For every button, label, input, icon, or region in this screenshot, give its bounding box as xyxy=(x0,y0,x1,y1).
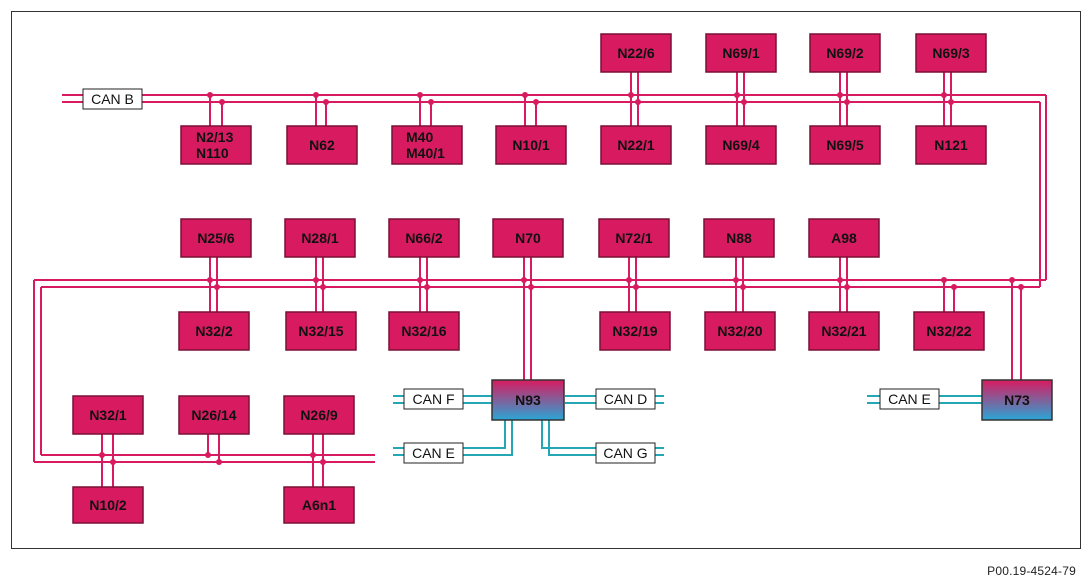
svg-text:N32/16: N32/16 xyxy=(401,323,446,339)
module-n66-2: N66/2 xyxy=(388,218,460,258)
svg-text:CAN D: CAN D xyxy=(604,391,648,407)
svg-text:N69/2: N69/2 xyxy=(826,45,864,61)
svg-text:A6n1: A6n1 xyxy=(302,497,336,513)
svg-text:CAN E: CAN E xyxy=(412,445,455,461)
svg-text:N25/6: N25/6 xyxy=(197,230,235,246)
svg-text:N121: N121 xyxy=(934,137,968,153)
svg-text:N110: N110 xyxy=(196,145,229,161)
module-n69-2: N69/2 xyxy=(809,33,881,73)
bus-label-can-e-n93: CAN E xyxy=(403,442,464,464)
svg-text:N26/14: N26/14 xyxy=(191,407,236,423)
svg-text:N32/22: N32/22 xyxy=(926,323,971,339)
gateway-n73: N73 xyxy=(981,379,1053,421)
module-a98: A98 xyxy=(808,218,880,258)
svg-text:N69/4: N69/4 xyxy=(722,137,760,153)
module-n32-1: N32/1 xyxy=(72,395,144,435)
svg-text:N32/1: N32/1 xyxy=(89,407,127,423)
svg-text:N72/1: N72/1 xyxy=(615,230,653,246)
module-n32-20: N32/20 xyxy=(704,311,776,351)
module-n25-6: N25/6 xyxy=(180,218,252,258)
svg-text:CAN G: CAN G xyxy=(603,445,647,461)
svg-text:N32/2: N32/2 xyxy=(195,323,233,339)
figure-reference: P00.19-4524-79 xyxy=(987,564,1076,578)
svg-text:N32/15: N32/15 xyxy=(298,323,343,339)
bus-label-can-d: CAN D xyxy=(595,388,656,410)
module-n22-1: N22/1 xyxy=(600,125,672,165)
svg-text:N32/20: N32/20 xyxy=(717,323,762,339)
module-a6n1: A6n1 xyxy=(283,486,355,524)
svg-text:N73: N73 xyxy=(1004,392,1030,408)
svg-text:N2/13: N2/13 xyxy=(196,129,234,145)
svg-text:N28/1: N28/1 xyxy=(301,230,339,246)
module-n22-6: N22/6 xyxy=(600,33,672,73)
svg-text:CAN B: CAN B xyxy=(91,91,134,107)
bus-label-can-e-n73: CAN E xyxy=(879,388,940,410)
module-n28-1: N28/1 xyxy=(284,218,356,258)
svg-text:M40/1: M40/1 xyxy=(406,145,445,161)
svg-text:N93: N93 xyxy=(515,392,541,408)
module-n2-13-n110: N2/13 N110 xyxy=(180,125,252,165)
svg-text:M40: M40 xyxy=(406,129,433,145)
module-n26-14: N26/14 xyxy=(178,395,250,435)
bus-label-can-g: CAN G xyxy=(595,442,656,464)
module-n32-21: N32/21 xyxy=(808,311,880,351)
bus-label-can-f: CAN F xyxy=(403,388,464,410)
svg-text:N69/1: N69/1 xyxy=(722,45,760,61)
module-n32-2: N32/2 xyxy=(178,311,250,351)
module-n32-16: N32/16 xyxy=(388,311,460,351)
module-n69-4: N69/4 xyxy=(705,125,777,165)
module-n72-1: N72/1 xyxy=(598,218,670,258)
svg-text:N88: N88 xyxy=(726,230,752,246)
diagram-frame xyxy=(11,11,1081,549)
svg-text:N32/19: N32/19 xyxy=(612,323,657,339)
module-n69-1: N69/1 xyxy=(705,33,777,73)
module-n10-2: N10/2 xyxy=(72,486,144,524)
module-n10-1: N10/1 xyxy=(495,125,567,165)
gateway-n93: N93 xyxy=(491,379,565,421)
svg-text:N66/2: N66/2 xyxy=(405,230,443,246)
module-n32-15: N32/15 xyxy=(285,311,357,351)
svg-text:CAN F: CAN F xyxy=(413,391,455,407)
module-n32-19: N32/19 xyxy=(599,311,671,351)
can-b-junctions xyxy=(99,92,1024,465)
svg-text:N70: N70 xyxy=(515,230,541,246)
module-n26-9: N26/9 xyxy=(283,395,355,435)
module-n70: N70 xyxy=(492,218,564,258)
svg-text:N69/5: N69/5 xyxy=(826,137,864,153)
svg-text:N22/6: N22/6 xyxy=(617,45,655,61)
module-n69-3: N69/3 xyxy=(915,33,987,73)
svg-text:N32/21: N32/21 xyxy=(821,323,866,339)
module-n32-22: N32/22 xyxy=(913,311,985,351)
module-n69-5: N69/5 xyxy=(809,125,881,165)
module-n62: N62 xyxy=(286,125,358,165)
bus-label-can-b: CAN B xyxy=(82,88,143,110)
svg-text:N26/9: N26/9 xyxy=(300,407,338,423)
svg-text:N69/3: N69/3 xyxy=(932,45,970,61)
svg-text:N10/2: N10/2 xyxy=(89,497,127,513)
svg-text:N62: N62 xyxy=(309,137,335,153)
svg-text:N22/1: N22/1 xyxy=(617,137,655,153)
module-m40-m40-1: M40 M40/1 xyxy=(391,125,463,165)
module-n88: N88 xyxy=(703,218,775,258)
svg-text:CAN E: CAN E xyxy=(888,391,931,407)
svg-text:A98: A98 xyxy=(831,230,857,246)
svg-text:N10/1: N10/1 xyxy=(512,137,550,153)
module-n121: N121 xyxy=(915,125,987,165)
